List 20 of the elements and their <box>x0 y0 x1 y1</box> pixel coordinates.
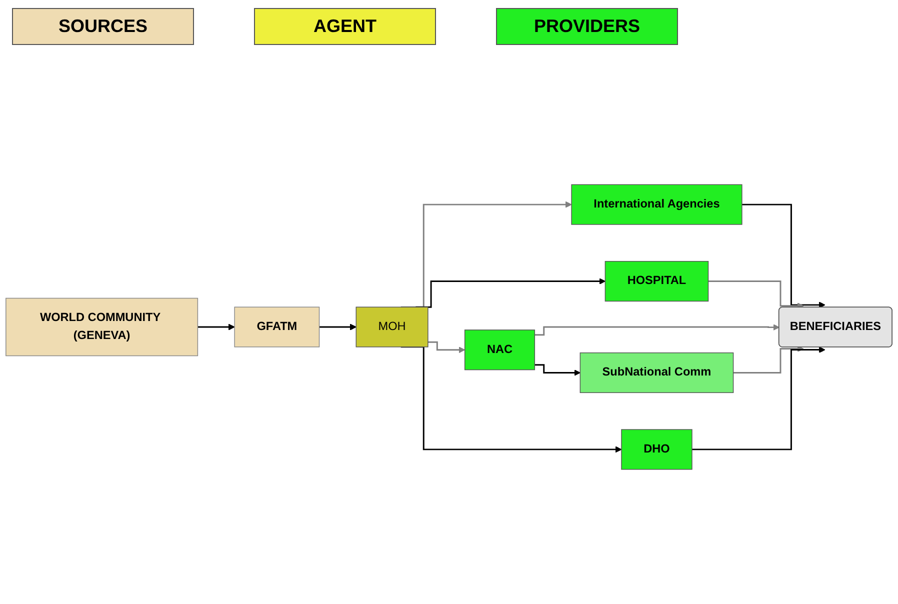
arrow <box>708 280 804 310</box>
node-box: MOH <box>356 306 428 348</box>
arrow <box>534 324 780 336</box>
arrow <box>534 364 580 376</box>
node-box: NAC <box>464 330 536 370</box>
legend-swatch: AGENT <box>254 8 436 45</box>
arrow <box>733 346 804 374</box>
arrow <box>428 341 466 354</box>
legend-swatch: SOURCES <box>12 8 194 45</box>
node-box: International Agencies <box>571 184 742 225</box>
arrow <box>319 324 356 330</box>
legend-swatch: PROVIDERS <box>496 8 678 45</box>
node-box: SubNational Comm <box>580 352 734 394</box>
node-box: HOSPITAL <box>604 260 709 302</box>
node-box: GFATM <box>234 306 320 348</box>
node-box: DHO <box>621 429 692 470</box>
node-box: WORLD COMMUNITY (GENEVA) <box>6 298 198 356</box>
arrow <box>742 204 826 308</box>
arrow <box>198 324 235 330</box>
arrow <box>692 346 826 450</box>
